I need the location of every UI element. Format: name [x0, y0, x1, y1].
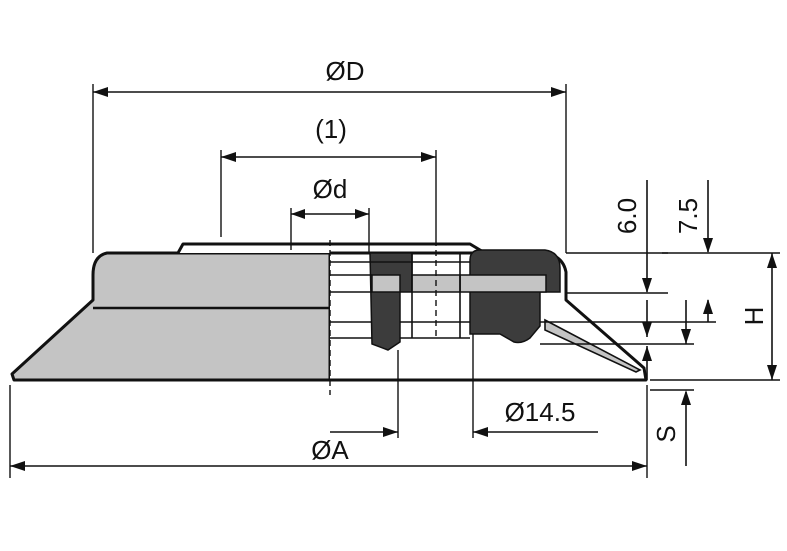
label-7-5: 7.5 [673, 198, 703, 234]
dim-od-a: ØA [9, 350, 648, 478]
cup-left-half [10, 251, 332, 382]
inner-gray-bar [459, 274, 547, 293]
label-od-small-d: Ød [313, 174, 348, 204]
label-od-d: ØD [326, 56, 365, 86]
label-od-a: ØA [311, 435, 349, 465]
label-6-0: 6.0 [612, 198, 642, 234]
top-cap [176, 242, 486, 255]
dim-ref-1: (1) [220, 114, 437, 240]
label-s: S [651, 425, 681, 442]
dim-h: H [650, 252, 780, 381]
dim-od-small-d: Ød [290, 174, 370, 253]
label-ref-1: (1) [315, 114, 347, 144]
dim-7-5: 7.5 [540, 180, 716, 345]
dim-od-14-5: Ø14.5 [472, 334, 598, 438]
suction-cup-body [10, 240, 648, 395]
label-od-14-5: Ø14.5 [505, 397, 576, 427]
right-lip-gray [544, 318, 642, 373]
dim-od-d: ØD [92, 56, 567, 253]
dark-insert-right [469, 249, 561, 344]
label-h: H [739, 307, 769, 326]
dim-s: S [642, 346, 694, 466]
dim-6-0: 6.0 [566, 180, 668, 337]
inner-gray-bar-left [371, 274, 401, 293]
